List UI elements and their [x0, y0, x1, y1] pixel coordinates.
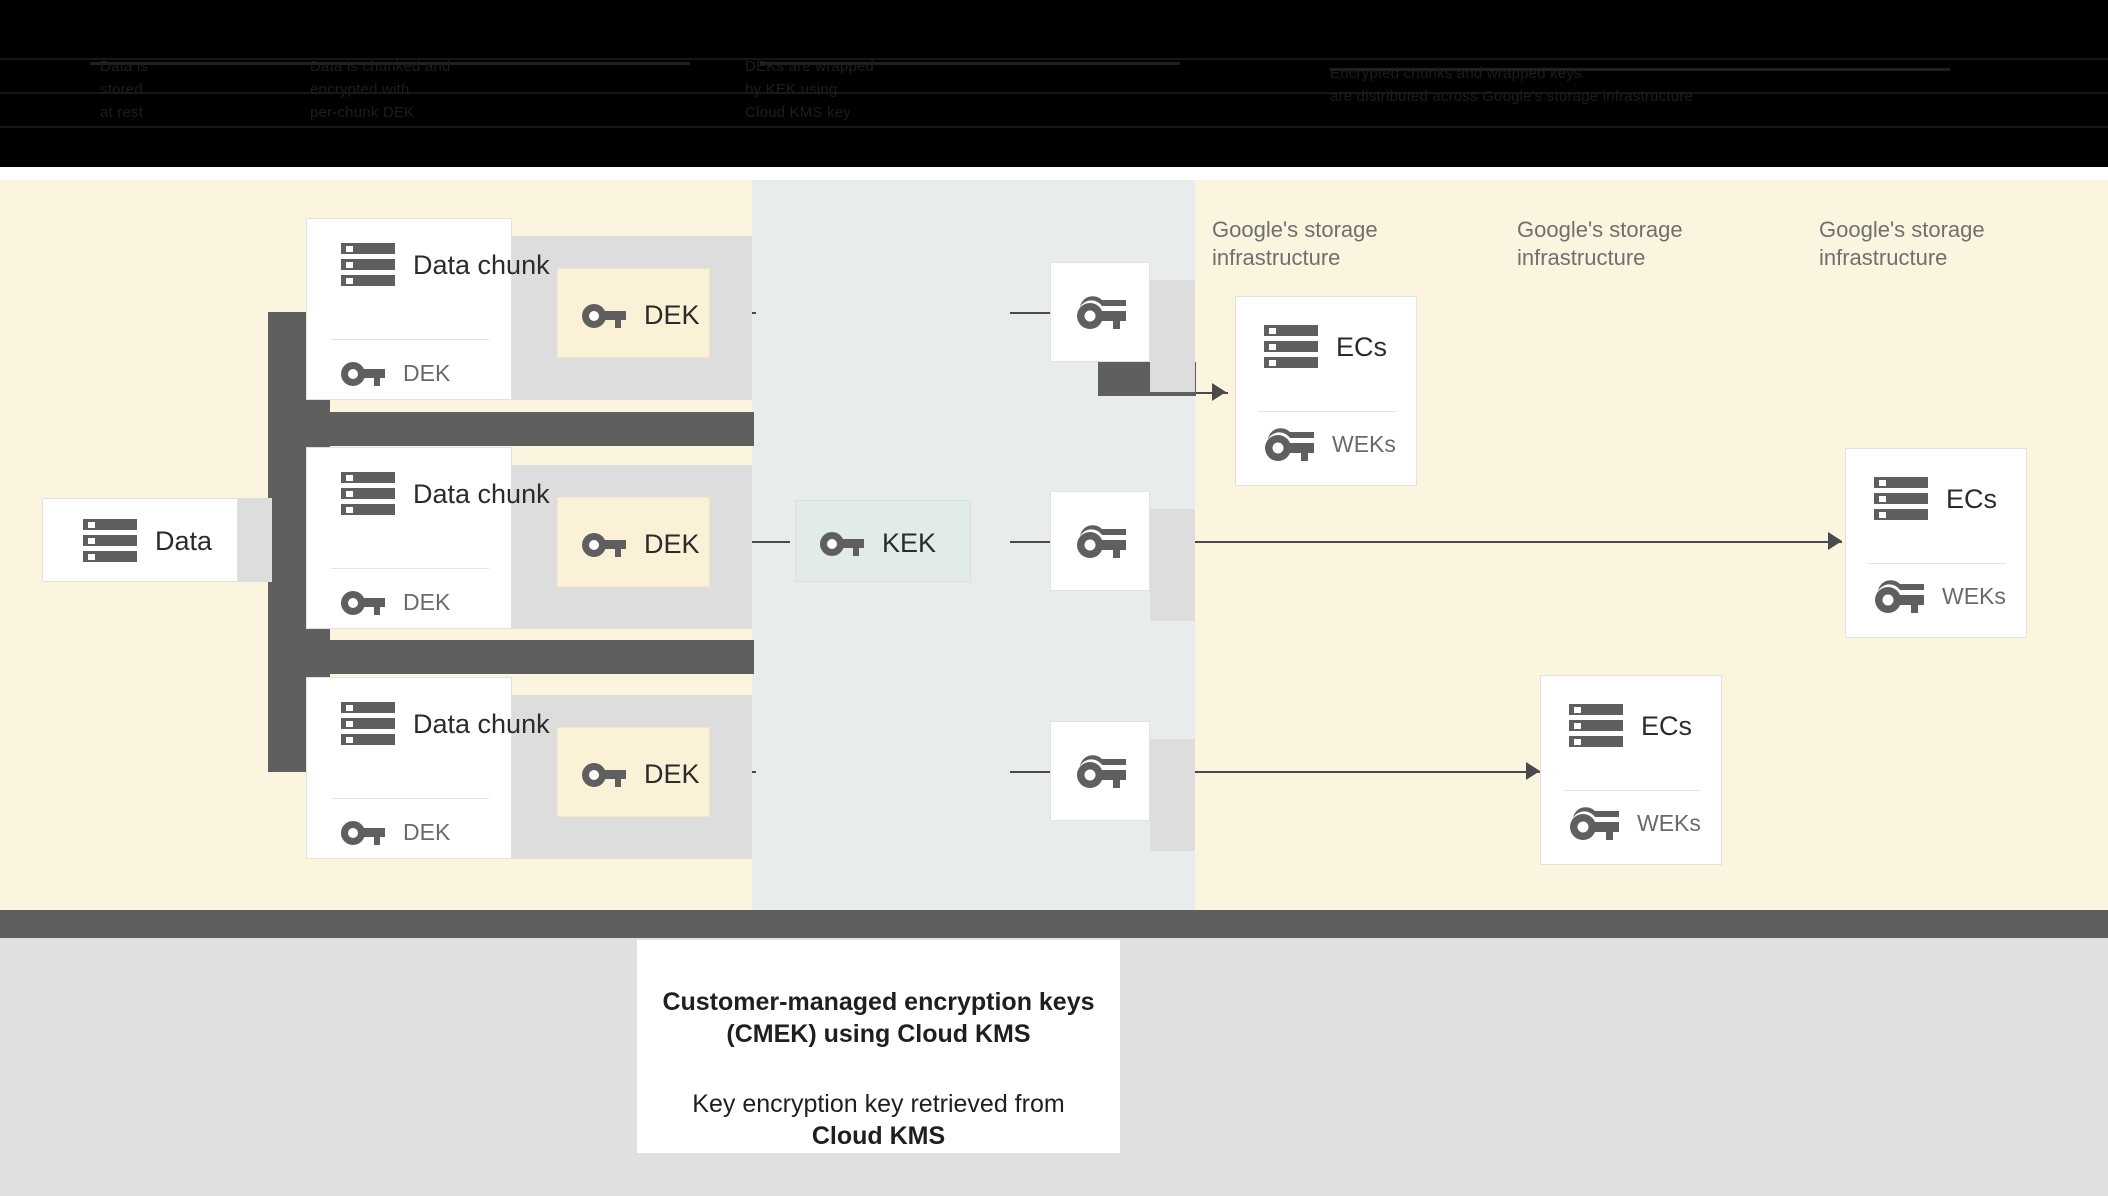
link-wek3-to-storage2: [1160, 771, 1540, 773]
kek-box[interactable]: KEK: [795, 500, 971, 582]
chunk-card-1-title: Data chunk: [413, 249, 550, 280]
double-key-icon: [1570, 807, 1619, 840]
storage-card-2[interactable]: ECs WEKs: [1540, 675, 1722, 865]
occlusion-block-chunk-gap-2: [268, 640, 754, 674]
arrow-to-storage1: [1212, 383, 1226, 401]
dek-box-3-label: DEK: [644, 759, 700, 789]
storage-icon: [1874, 477, 1928, 520]
link-kek-to-wek2: [1010, 541, 1050, 543]
storage-icon: [341, 472, 395, 515]
storage-label-3: Google's storage infrastructure: [1819, 217, 1985, 270]
key-icon: [341, 820, 385, 845]
storage-card-3[interactable]: ECs WEKs: [1845, 448, 2027, 638]
wek-card-1[interactable]: [1050, 262, 1150, 362]
double-key-icon: [1077, 755, 1126, 788]
caption-line-1: Customer-managed encryption keys: [662, 988, 1095, 1016]
chunk-card-2-key-label: DEK: [403, 589, 451, 615]
link-kek-to-wek1: [1010, 312, 1050, 314]
key-icon: [582, 303, 626, 328]
occlusion-block-chunk-gap-1: [268, 412, 754, 446]
dek-box-1[interactable]: DEK: [557, 268, 710, 358]
chunk-card-3-key-label: DEK: [403, 819, 451, 845]
link-wek2-to-storage3: [1160, 541, 1842, 543]
storage-label-2: Google's storage infrastructure: [1517, 217, 1683, 270]
kek-label: KEK: [882, 528, 937, 558]
storage-card-3-title: ECs: [1946, 483, 1998, 514]
arrow-to-storage3: [1828, 532, 1842, 550]
double-key-icon: [1265, 428, 1314, 461]
chunk-card-1-key-label: DEK: [403, 360, 451, 386]
storage-label-1: Google's storage infrastructure: [1212, 217, 1378, 270]
header-text-col-4: Encrypted chunks and wrapped keys are di…: [1330, 65, 1693, 105]
storage-card-1[interactable]: ECs WEKs: [1235, 296, 1417, 486]
obscured-header-bar: Data is stored at rest Data is chunked a…: [0, 0, 2108, 167]
bottom-divider: [0, 910, 2108, 938]
chunk-card-2[interactable]: Data chunk DEK: [306, 447, 550, 629]
data-card[interactable]: Data: [42, 498, 238, 582]
caption-line-3: Key encryption key retrieved from: [692, 1090, 1065, 1118]
caption-line-4: Cloud KMS: [811, 1122, 946, 1150]
key-icon: [582, 762, 626, 787]
dek-box-2[interactable]: DEK: [557, 497, 710, 587]
double-key-icon: [1077, 525, 1126, 558]
dek-box-2-label: DEK: [644, 529, 700, 559]
caption-line-2: (CMEK) using Cloud KMS: [726, 1020, 1031, 1048]
caption-box: Customer-managed encryption keys (CMEK) …: [637, 940, 1120, 1153]
key-icon: [341, 590, 385, 615]
wek-card-2[interactable]: [1050, 491, 1150, 591]
storage-icon: [83, 519, 137, 562]
storage-card-1-key-label: WEKs: [1332, 430, 1396, 457]
header-text-col-1: Data is stored at rest: [100, 58, 149, 121]
data-card-shadow: [232, 498, 272, 582]
storage-icon: [341, 243, 395, 286]
header-text-col-3: DEKs are wrapped by KEK using Cloud KMS …: [745, 58, 875, 121]
wek-card-2-shadow: [1150, 509, 1195, 621]
storage-card-2-key-label: WEKs: [1637, 809, 1701, 836]
link-kek-to-wek3: [1010, 771, 1050, 773]
chunk-card-3[interactable]: Data chunk DEK: [306, 677, 550, 859]
data-card-label: Data: [155, 525, 213, 556]
header-text-col-2: Data is chunked and encrypted with per-c…: [310, 58, 451, 121]
wek-card-3[interactable]: [1050, 721, 1150, 821]
storage-icon: [1569, 704, 1623, 747]
storage-card-2-title: ECs: [1641, 710, 1693, 741]
key-icon: [820, 531, 864, 556]
dek-box-1-label: DEK: [644, 300, 700, 330]
storage-icon: [341, 702, 395, 745]
chunk-card-1[interactable]: Data chunk DEK: [306, 218, 550, 400]
double-key-icon: [1077, 296, 1126, 329]
storage-icon: [1264, 325, 1318, 368]
wek-card-3-shadow: [1150, 739, 1195, 851]
key-icon: [341, 361, 385, 386]
wek-card-1-shadow: [1150, 280, 1195, 392]
chunk-card-3-title: Data chunk: [413, 708, 550, 739]
storage-card-1-title: ECs: [1336, 331, 1388, 362]
storage-card-3-key-label: WEKs: [1942, 582, 2006, 609]
dek-box-3[interactable]: DEK: [557, 727, 710, 817]
double-key-icon: [1875, 580, 1924, 613]
chunk-card-2-title: Data chunk: [413, 478, 550, 509]
key-icon: [582, 532, 626, 557]
arrow-to-storage2: [1526, 762, 1540, 780]
